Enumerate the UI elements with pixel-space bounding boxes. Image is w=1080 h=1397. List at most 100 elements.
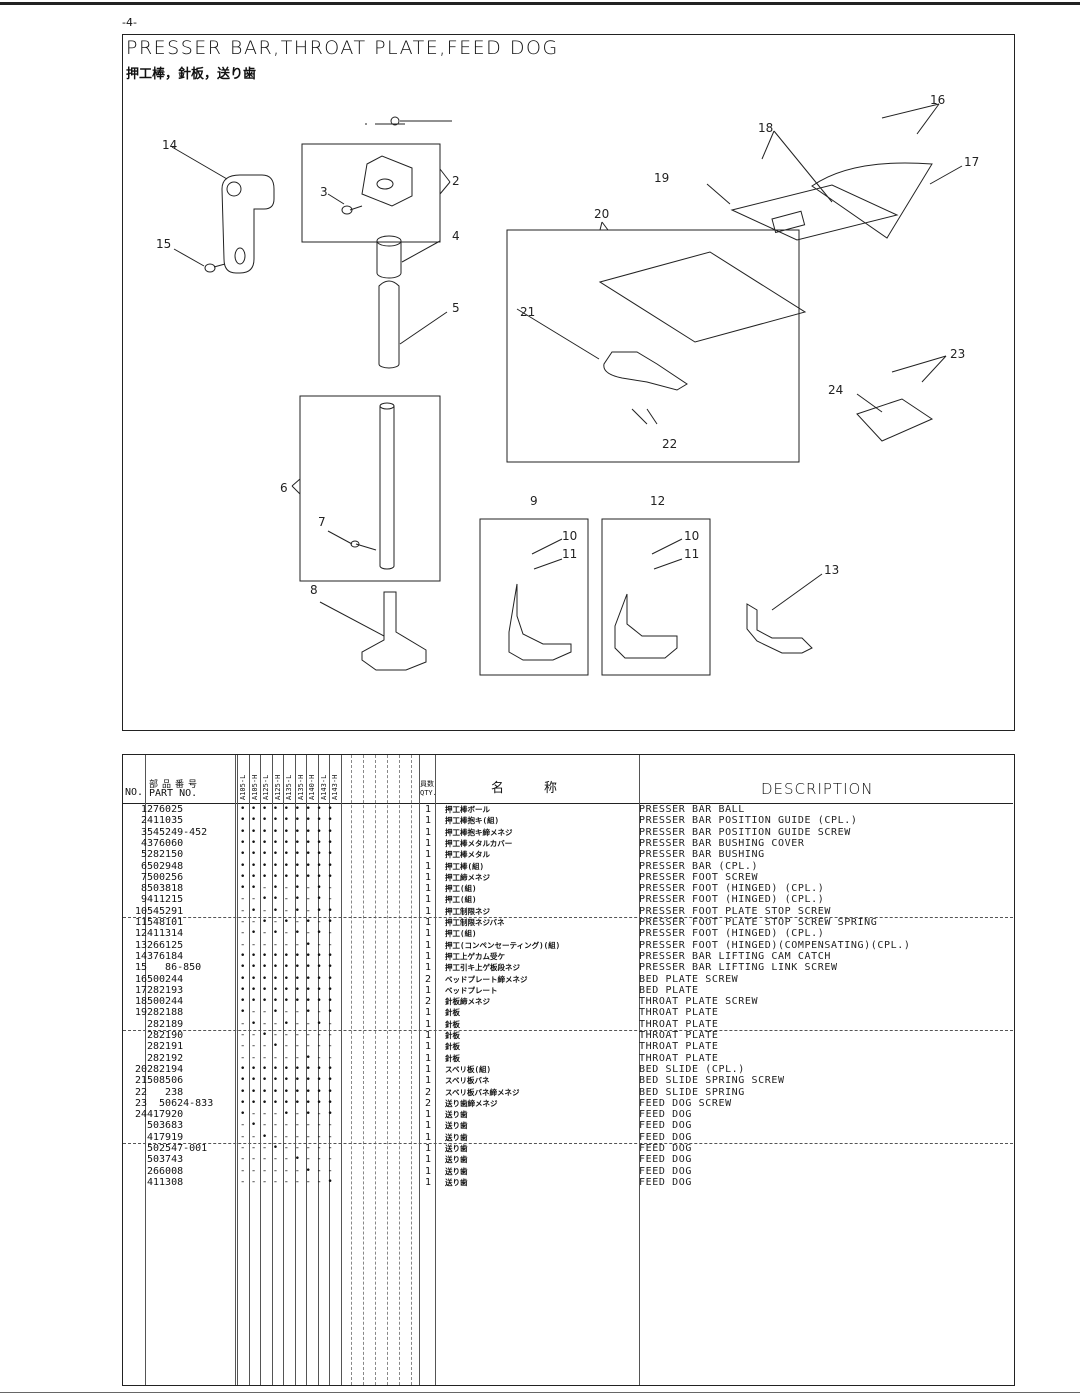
callout-19: 19 [654,171,669,185]
name-jp: 針板 [445,1031,460,1040]
quantity: 1 [424,1109,432,1121]
callout-10b: 10 [684,529,699,543]
part-number: 503743 [147,1154,184,1166]
model-applicability: ------•-- [240,1165,339,1176]
group-separator [123,917,1013,918]
part-number: 266125 [147,939,184,951]
quantity: 1 [424,849,432,861]
part-number: 282189 [147,1018,184,1030]
model-applicability: ---•----- [240,1041,339,1052]
name-jp: 押工(組) [445,884,477,894]
quantity: 2 [424,1097,432,1109]
header-description: DESCRIPTION [761,780,874,798]
column-line [340,755,342,1385]
column-line [375,755,376,1385]
column-line [306,755,307,1385]
callout-5: 5 [452,301,460,315]
ref-number: 23 [134,1097,147,1109]
header-model: A143-H [331,774,339,800]
description: PRESSER FOOT PLATE STOP SCREW SPRING [639,917,878,928]
ref-number: 14 [134,950,147,962]
part-number: 282150 [147,849,184,861]
callout-24: 24 [828,383,843,397]
model-applicability: ••••••••• [240,837,339,848]
part-number: 411035 [147,815,184,827]
part-number: 282192 [147,1052,184,1064]
column-line [317,755,319,1385]
quantity: 1 [424,883,432,895]
name-jp: 押工(コンペンセーティング)(組) [445,940,561,950]
ref-number: 13 [134,939,147,951]
model-applicability: --•-•-•-• [240,917,339,927]
callout-2: 2 [452,174,460,188]
name-jp: 送り歯 [445,1121,468,1131]
header-part-jp: 部品番号 [149,780,202,790]
description: FEED DOG SCREW [639,1097,732,1109]
callout-20: 20 [594,207,609,221]
model-applicability: --------• [240,1176,339,1187]
callout-numbers: 14 2 3 4 5 15 6 7 8 16 18 19 17 20 21 22… [156,93,979,597]
quantity: 1 [424,984,432,996]
quantity: 1 [424,1176,432,1188]
ref-number: 7 [140,871,147,883]
description: PRESSER FOOT (HINGED) (CPL.) [639,928,825,940]
ref-number: 2 [140,815,147,827]
callout-21: 21 [520,305,535,319]
callout-4: 4 [452,229,460,243]
description: BED SLIDE (CPL.) [639,1063,745,1075]
part-number: 503818 [147,883,184,895]
model-applicability: ••••••••• [240,1097,339,1108]
model-applicability: ••••••••• [240,996,339,1007]
ref-number: 16 [134,973,147,985]
model-applicability: --•------ [240,1131,339,1142]
page-subtitle: 押工棒，針板，送り歯 [126,67,257,82]
ref-number: 19 [134,1007,147,1019]
model-applicability: ••••••••• [240,804,339,814]
part-number: 238 [147,1086,184,1098]
column-line [639,755,640,1385]
part-number: 500244 [147,996,184,1008]
description: PRESSER FOOT (HINGED)(COMPENSATING)(CPL.… [639,939,911,951]
quantity: 1 [424,917,432,928]
name-jp: 針板締メネジ [445,997,490,1007]
callout-14: 14 [162,138,177,152]
column-line [435,755,436,1385]
quantity: 1 [424,826,432,838]
quantity: 1 [424,962,432,974]
part-number: 376060 [147,837,184,849]
name-jp: 押工棒抱キ(組) [445,816,500,826]
quantity: 2 [424,1086,432,1098]
quantity: 1 [424,804,432,815]
ref-number: 11 [134,917,147,928]
callout-6: 6 [280,481,288,495]
name-jp: スベリ板バネ [445,1076,490,1086]
description: BED PLATE SCREW [639,973,739,985]
exploded-parts-diagram: 14 2 3 4 5 15 6 7 8 16 18 19 17 20 21 22… [156,93,979,676]
part-number: 266008 [147,1165,184,1177]
name-jp: 押工棒抱キ締メネジ [445,827,513,837]
callout-11a: 11 [562,547,577,561]
callout-12: 12 [650,494,665,508]
part-number: 86-850 [147,962,202,974]
name-jp: 送り歯 [445,1110,468,1120]
model-applicability: ••••••••• [240,962,339,973]
name-jp: 押工制限ネジ [445,906,490,916]
header-qty-jp: 員数 [420,780,434,788]
quantity: 2 [424,996,432,1008]
model-applicability: ••••••••• [240,815,339,826]
callout-22: 22 [662,437,677,451]
